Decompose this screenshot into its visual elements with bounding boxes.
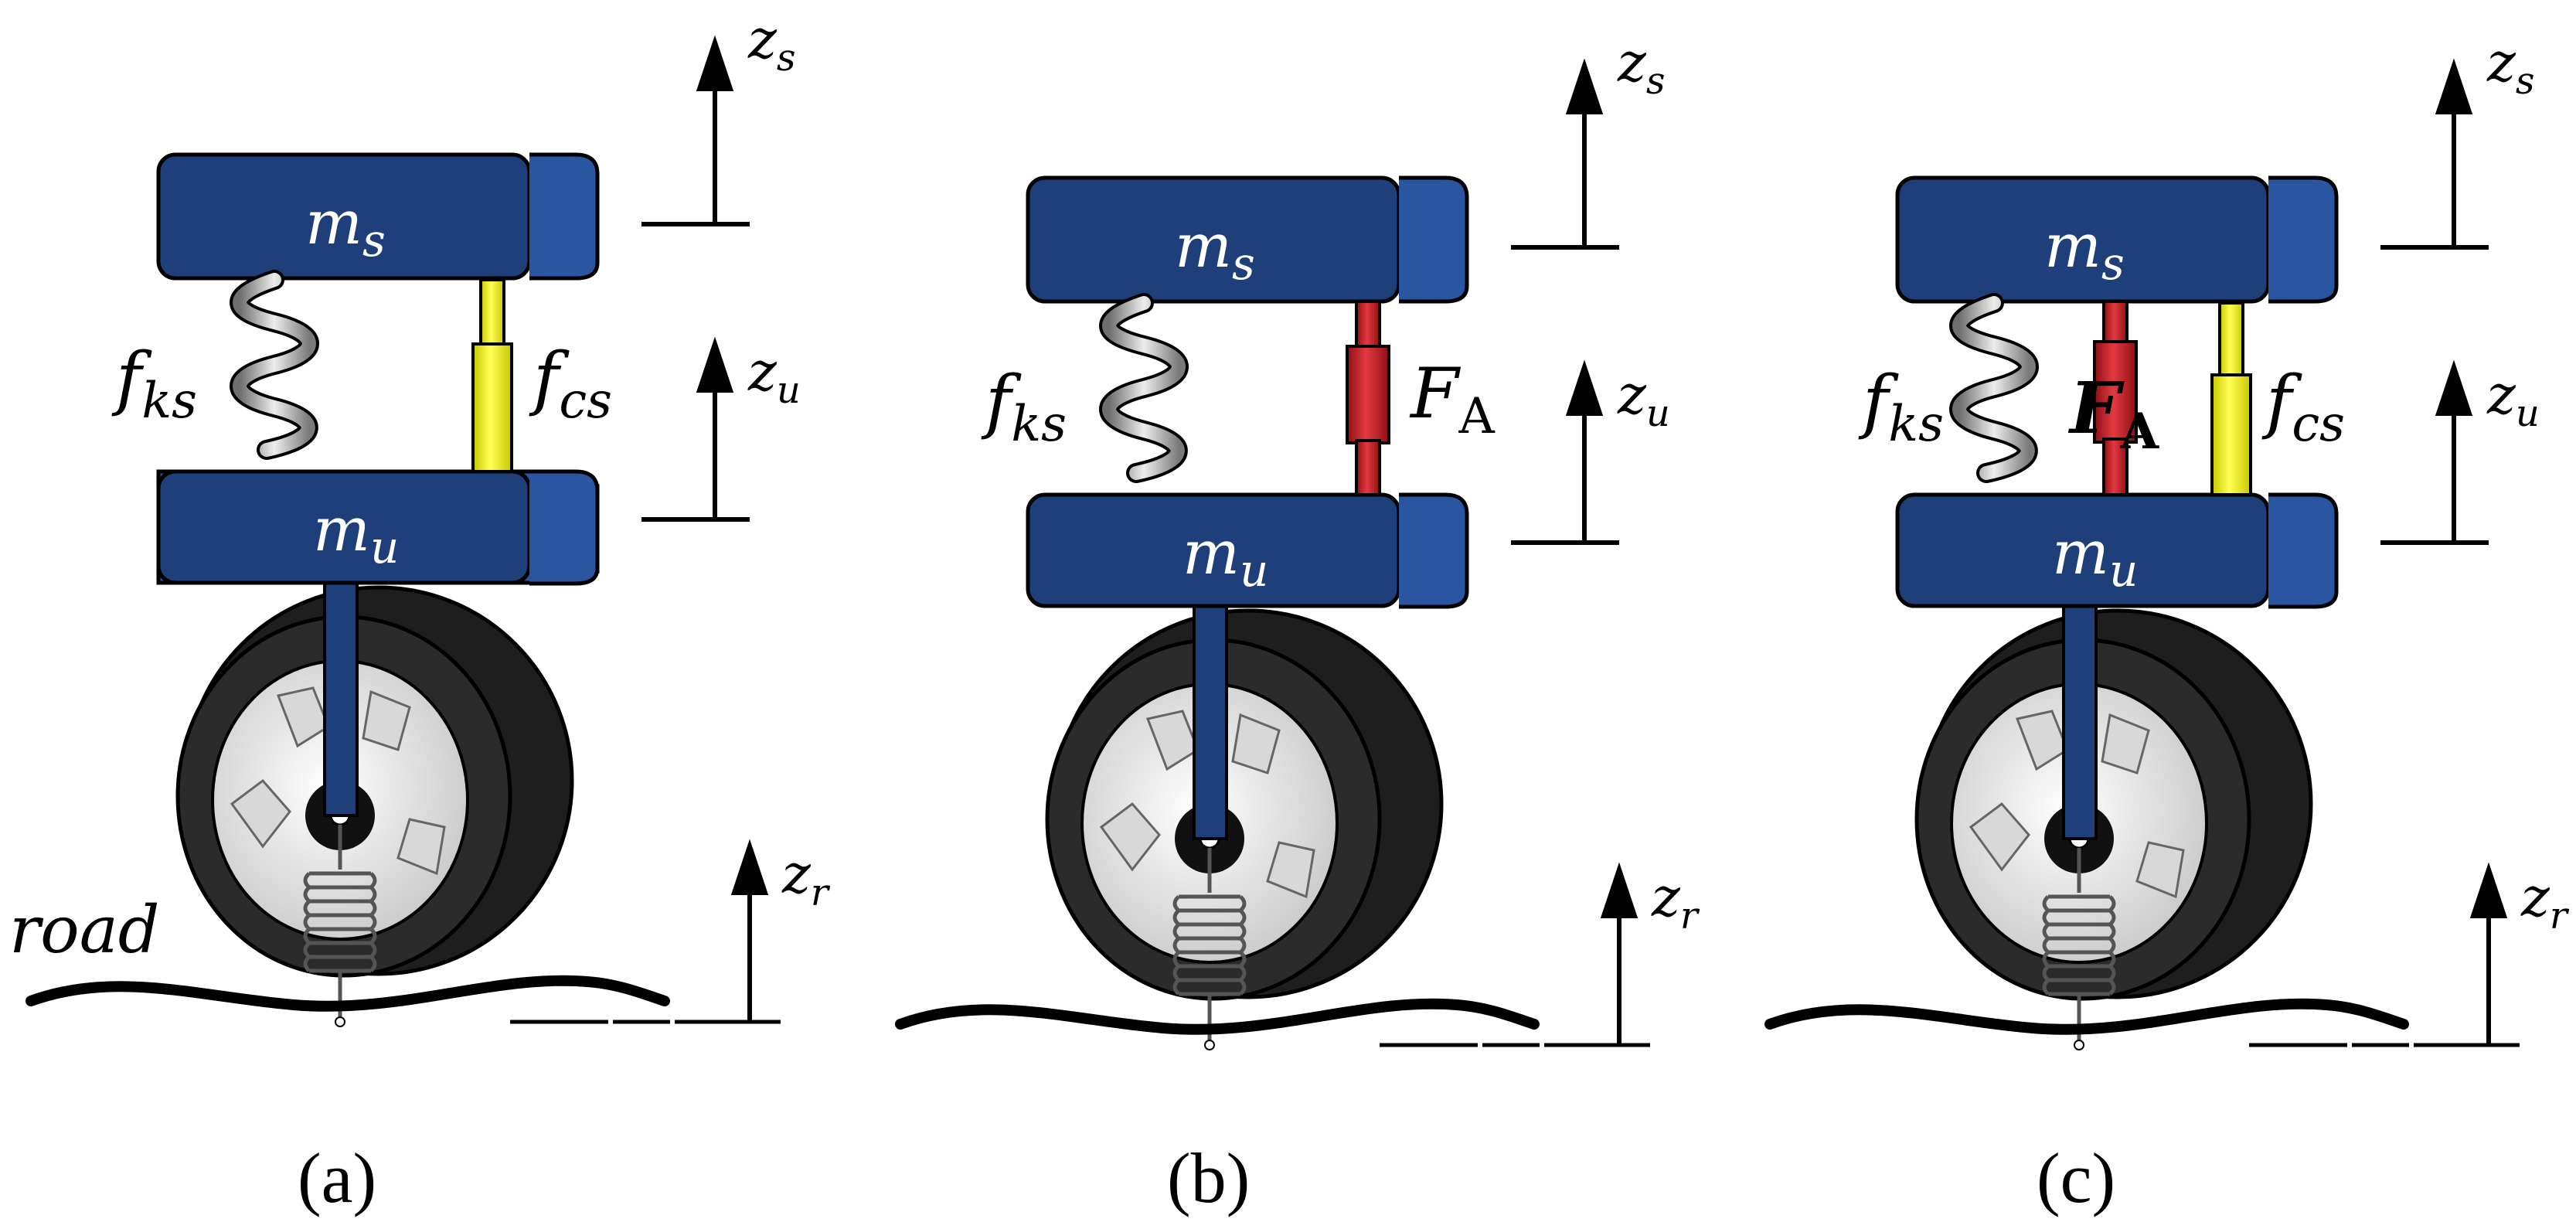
unsprung-mass-label: mu xyxy=(1183,519,1268,597)
actuator-force-label: FA xyxy=(1409,353,1495,445)
caption-a: (a) xyxy=(298,1139,376,1217)
zs-axis xyxy=(1511,58,1619,250)
spring-force-label: fks xyxy=(981,361,1067,453)
zr-axis xyxy=(2469,862,2508,1045)
wheel-strut xyxy=(2062,594,2098,840)
caption-b: (b) xyxy=(1167,1139,1250,1217)
sprung-mass-label: ms xyxy=(2044,212,2125,290)
sprung-mass-label: ms xyxy=(1175,212,1255,290)
damper-force-label: fcs xyxy=(529,338,612,430)
zs-label: zs xyxy=(747,8,796,80)
zu-axis xyxy=(1511,359,1619,545)
zs-label: zs xyxy=(1617,31,1666,103)
damper-force-label: fcs xyxy=(2261,361,2345,453)
road-profile xyxy=(26,975,670,1012)
damper xyxy=(471,278,513,473)
damper xyxy=(2210,301,2252,496)
unsprung-mass-block xyxy=(1895,492,2339,609)
caption-c: (c) xyxy=(2037,1139,2115,1217)
zr-label: zr xyxy=(1651,866,1700,938)
spring-force-label: fks xyxy=(1858,361,1944,453)
zu-axis xyxy=(641,336,750,522)
zs-label: zs xyxy=(2486,31,2535,103)
sprung-mass-block xyxy=(1895,175,2339,304)
unsprung-mass-label: mu xyxy=(2052,519,2138,597)
panel-a: mu ms fks fcs zs zu xyxy=(9,8,831,1217)
zr-axis xyxy=(730,839,769,1022)
wheel xyxy=(1914,608,2313,1001)
actuator xyxy=(2093,300,2138,496)
road-label: road xyxy=(9,892,160,968)
zs-axis xyxy=(641,35,750,226)
wheel-strut xyxy=(323,570,359,817)
zu-axis xyxy=(2380,359,2489,545)
panel-b: mu ms fks FA zs zu zr xyxy=(895,31,1700,1217)
zr-axis xyxy=(1600,862,1638,1045)
tire-spring xyxy=(1172,848,1247,1043)
zs-axis xyxy=(2380,58,2489,250)
zu-label: zu xyxy=(2486,363,2540,435)
tire-spring xyxy=(2042,848,2116,1043)
zu-label: zu xyxy=(747,340,801,412)
unsprung-mass-block xyxy=(156,469,600,586)
unsprung-mass-block xyxy=(1026,492,1469,609)
zr-label: zr xyxy=(781,843,831,914)
actuator xyxy=(1346,300,1390,496)
wheel xyxy=(1045,608,1444,1001)
wheel-strut xyxy=(1193,594,1228,840)
unsprung-mass-label: mu xyxy=(313,495,399,574)
tire-spring xyxy=(303,825,377,1020)
spring-force-label: fks xyxy=(111,338,197,430)
sprung-mass-block xyxy=(1026,175,1469,304)
panel-c: mu ms fks FA fcs zs zu xyxy=(1764,31,2570,1217)
road-profile xyxy=(1764,998,2409,1035)
zr-label: zr xyxy=(2520,866,2570,938)
zu-label: zu xyxy=(1617,363,1670,435)
sprung-mass-block xyxy=(156,152,600,281)
actuator-force-label: FA xyxy=(2067,366,2159,461)
sprung-mass-label: ms xyxy=(305,189,386,267)
road-profile xyxy=(895,998,1540,1035)
